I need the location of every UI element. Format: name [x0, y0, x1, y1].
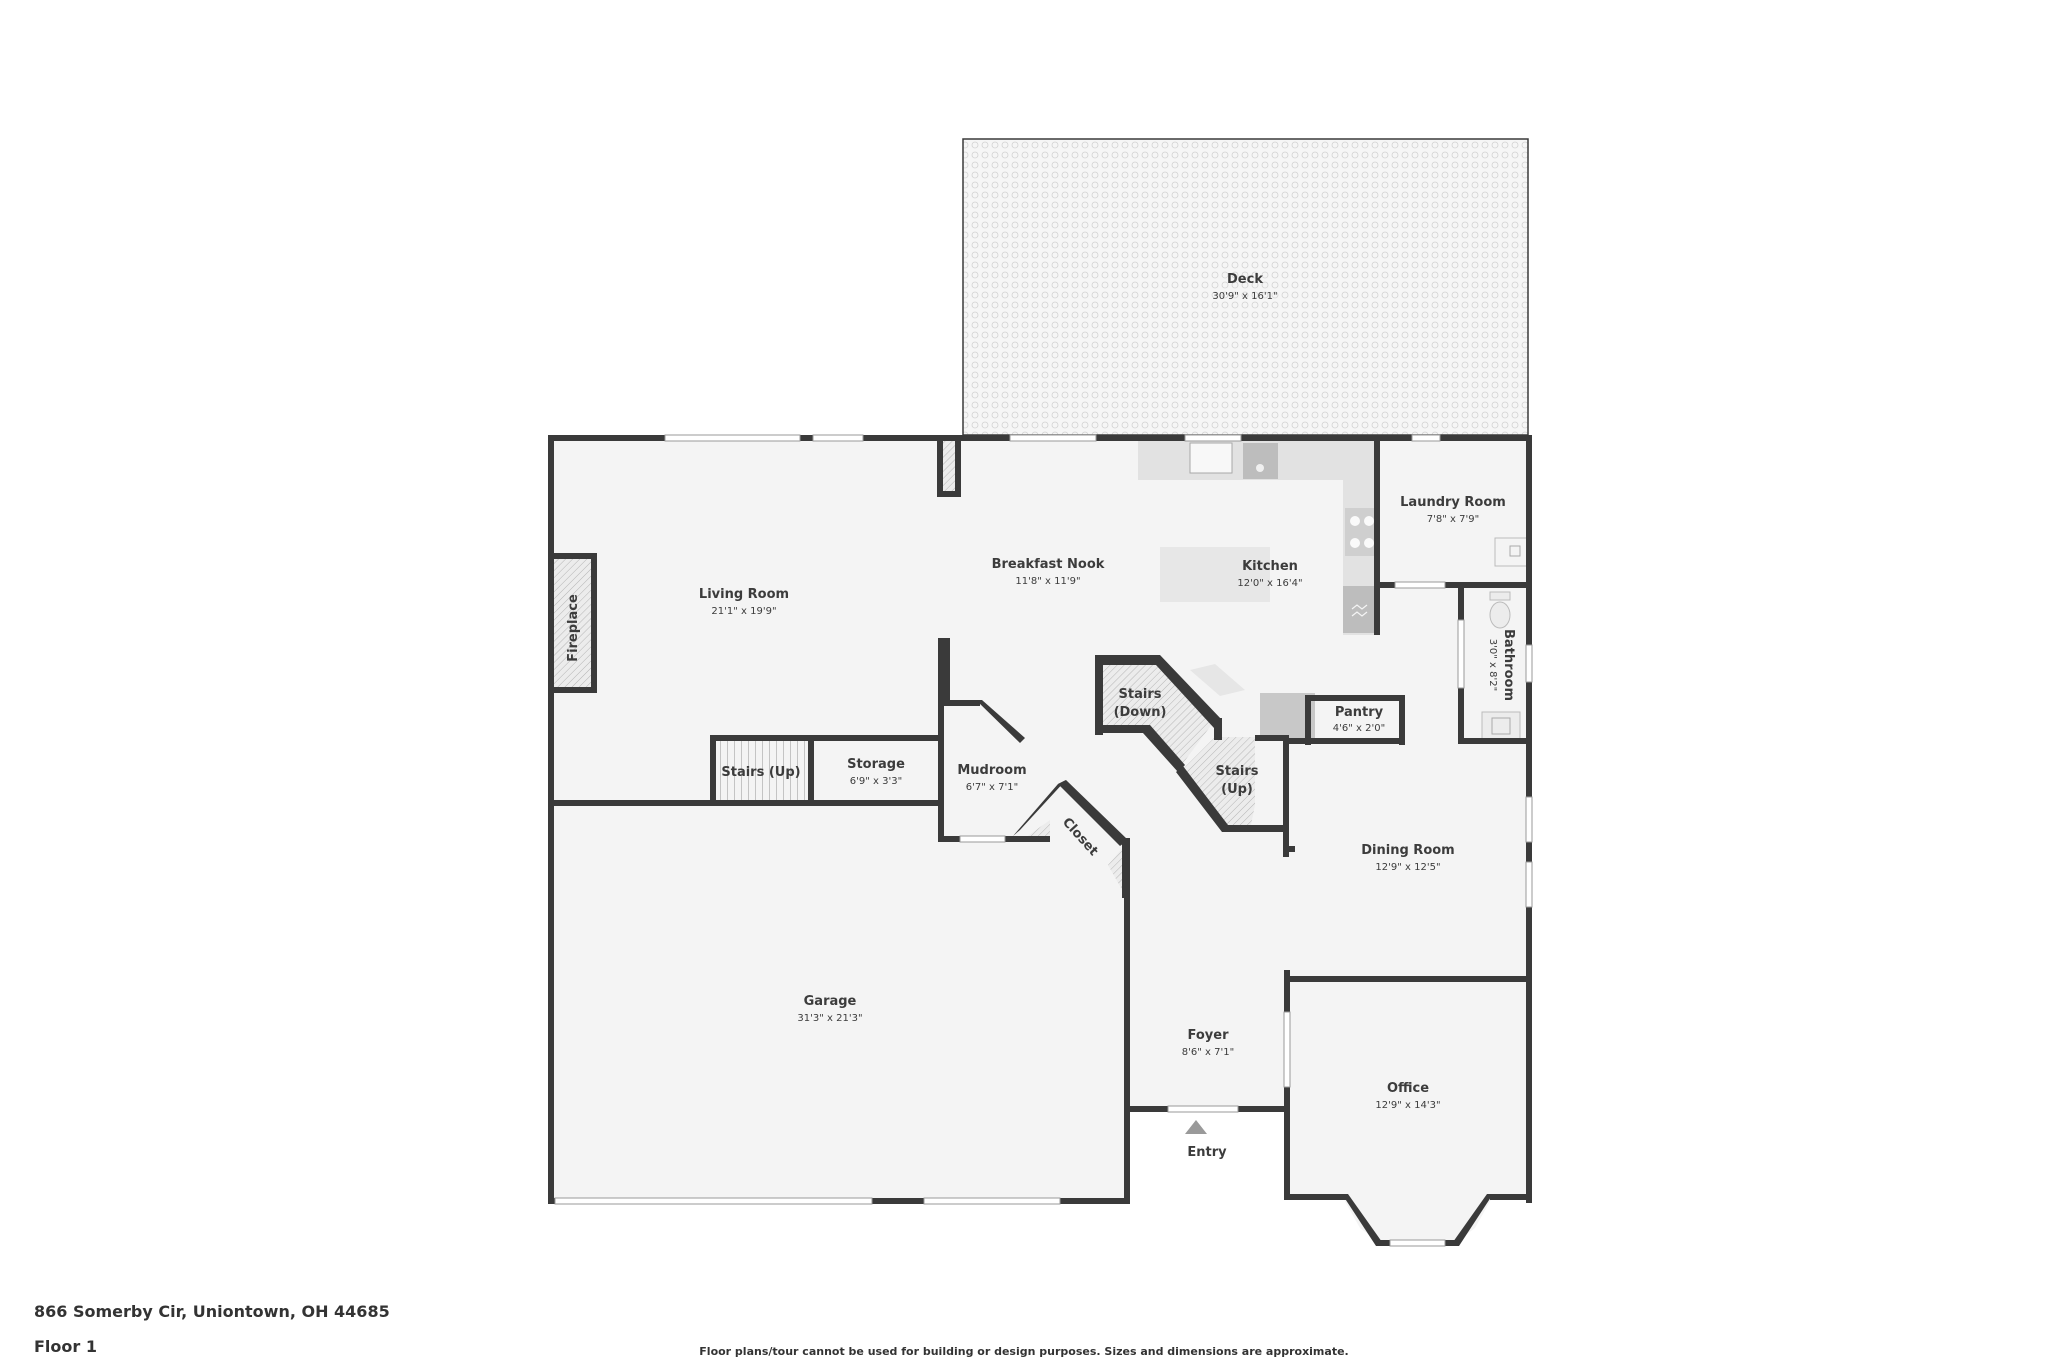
- entry-label: Entry: [1187, 1145, 1227, 1160]
- entry-arrow-icon: [1185, 1120, 1207, 1134]
- garage-label: Garage: [804, 994, 857, 1009]
- listing-address: 866 Somerby Cir, Uniontown, OH 44685: [34, 1302, 390, 1321]
- kitchen-island: [1160, 547, 1270, 602]
- bathroom-dims: 3'0" x 8'2": [1487, 639, 1498, 691]
- stairs-up-left-treads: [715, 740, 812, 802]
- fridge-icon: [1343, 586, 1378, 633]
- stairs-up-center-label-2: (Up): [1221, 782, 1253, 797]
- pantry-label: Pantry: [1335, 705, 1384, 720]
- living-room-dims: 21'1" x 19'9": [711, 606, 776, 617]
- fireplace: [553, 557, 594, 689]
- disclaimer-text: Floor plans/tour cannot be used for buil…: [699, 1345, 1349, 1358]
- stairs-down-treads: [1100, 660, 1215, 770]
- kitchen-counters: [1138, 440, 1378, 741]
- dining-room-dims: 12'9" x 12'5": [1375, 862, 1440, 873]
- pantry-dims: 4'6" x 2'0": [1333, 723, 1385, 734]
- deck-dims: 30'9" x 16'1": [1212, 291, 1277, 302]
- dining-room-label: Dining Room: [1361, 843, 1454, 858]
- fireplace-label: Fireplace: [566, 594, 581, 662]
- deck-area: [962, 138, 1529, 436]
- storage-dims: 6'9" x 3'3": [850, 776, 902, 787]
- toilet-icon: [1489, 601, 1511, 629]
- floor-label: Floor 1: [34, 1337, 97, 1356]
- kitchen-dims: 12'0" x 16'4": [1237, 578, 1302, 589]
- kitchen-label: Kitchen: [1242, 559, 1298, 574]
- storage-label: Storage: [847, 757, 905, 772]
- deck-label: Deck: [1227, 272, 1263, 287]
- bathroom-label: Bathroom: [1501, 629, 1516, 701]
- mudroom-dims: 6'7" x 7'1": [966, 782, 1018, 793]
- laundry-room-label: Laundry Room: [1400, 495, 1506, 510]
- fixtures: [1481, 537, 1528, 741]
- dishwasher-icon: [1243, 443, 1278, 479]
- stairs-up-center-treads: [1180, 737, 1255, 830]
- mudroom-label: Mudroom: [957, 763, 1026, 778]
- stairs-up-center-label-1: Stairs: [1216, 764, 1259, 779]
- foyer-label: Foyer: [1188, 1028, 1230, 1043]
- breakfast-nook-label: Breakfast Nook: [992, 557, 1105, 572]
- kitchen-sink-icon: [1189, 442, 1233, 474]
- living-room-label: Living Room: [699, 587, 789, 602]
- office-label: Office: [1387, 1081, 1429, 1096]
- laundry-sink-icon: [1494, 537, 1528, 567]
- laundry-room-dims: 7'8" x 7'9": [1427, 514, 1479, 525]
- openings: [554, 434, 1533, 1247]
- office-dims: 12'9" x 14'3": [1375, 1100, 1440, 1111]
- stove-icon: [1345, 508, 1378, 556]
- stairs-up-left-label: Stairs (Up): [721, 765, 800, 780]
- breakfast-nook-dims: 11'8" x 11'9": [1015, 576, 1080, 587]
- garage-dims: 31'3" x 21'3": [797, 1013, 862, 1024]
- foyer-dims: 8'6" x 7'1": [1182, 1047, 1234, 1058]
- bathroom-sink-icon: [1481, 711, 1521, 741]
- stairs-down-label-2: (Down): [1114, 705, 1167, 720]
- stairs-down-label-1: Stairs: [1119, 687, 1162, 702]
